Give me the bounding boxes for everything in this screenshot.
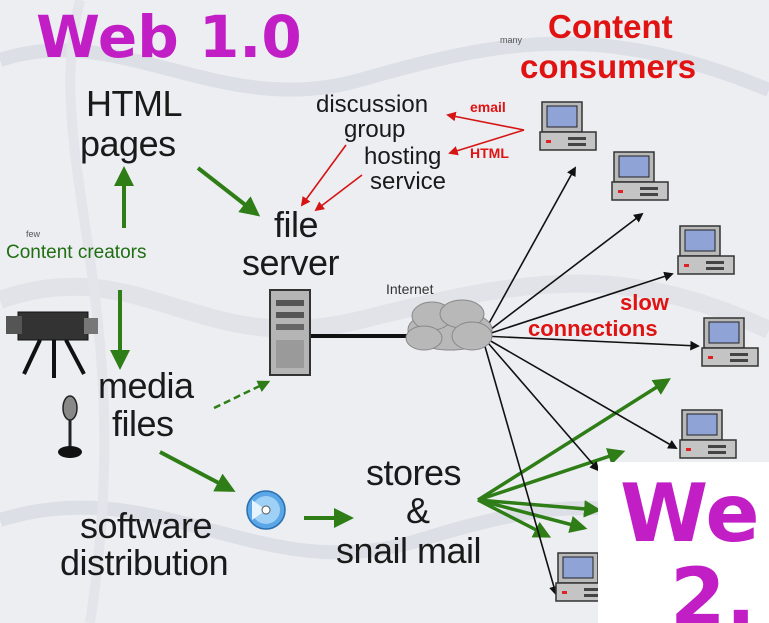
arrow-media-to-software xyxy=(159,450,236,492)
computer-icon xyxy=(679,409,737,459)
consumers-count-label: many xyxy=(500,35,523,45)
html-pages-line2: pages xyxy=(80,123,176,164)
media-files-line2: files xyxy=(112,403,174,444)
microphone-icon xyxy=(58,395,82,458)
software-line1: software xyxy=(80,505,213,546)
cd-disc-icon xyxy=(246,490,286,530)
arrow-media-to-server xyxy=(213,380,271,410)
stores-line2: & xyxy=(406,490,430,531)
arrow-html-to-server xyxy=(196,166,261,217)
consumers-label-line1: Content xyxy=(548,8,673,45)
content-creators-label: Content creators xyxy=(6,242,147,263)
overlay-line1: We xyxy=(620,467,760,560)
video-camera-icon xyxy=(6,311,98,378)
page-title: Web 1.0 xyxy=(36,3,302,71)
html-edge-label: HTML xyxy=(470,145,509,161)
red-arrows xyxy=(300,111,525,212)
computer-icon xyxy=(611,151,669,201)
discussion-group-line1: discussion xyxy=(316,91,429,118)
computer-icon xyxy=(539,101,597,151)
web-2-overlay: We 2. xyxy=(598,462,769,623)
file-server-icon xyxy=(269,289,311,376)
hosting-service-line1: hosting xyxy=(364,143,442,170)
computer-icon xyxy=(677,225,735,275)
slow-label: slow xyxy=(620,290,669,315)
connections-label: connections xyxy=(528,316,658,341)
discussion-group-line2: group xyxy=(344,116,406,143)
internet-cloud-icon xyxy=(405,299,493,351)
overlay-line2: 2. xyxy=(670,551,757,623)
email-label: email xyxy=(470,99,506,115)
stores-line3: snail mail xyxy=(336,530,482,571)
html-pages-line1: HTML xyxy=(86,83,183,124)
black-arrows xyxy=(310,166,700,596)
media-files-line1: media xyxy=(98,365,194,406)
hosting-service-line2: service xyxy=(370,168,447,195)
software-line2: distribution xyxy=(60,542,229,583)
computer-icon xyxy=(701,317,759,367)
file-server-line2: server xyxy=(242,242,340,283)
creators-count-label: few xyxy=(26,229,41,239)
file-server-line1: file xyxy=(274,204,319,245)
stores-line1: stores xyxy=(366,452,462,493)
consumers-label-line2: consumers xyxy=(520,48,697,85)
internet-label: Internet xyxy=(386,281,434,297)
